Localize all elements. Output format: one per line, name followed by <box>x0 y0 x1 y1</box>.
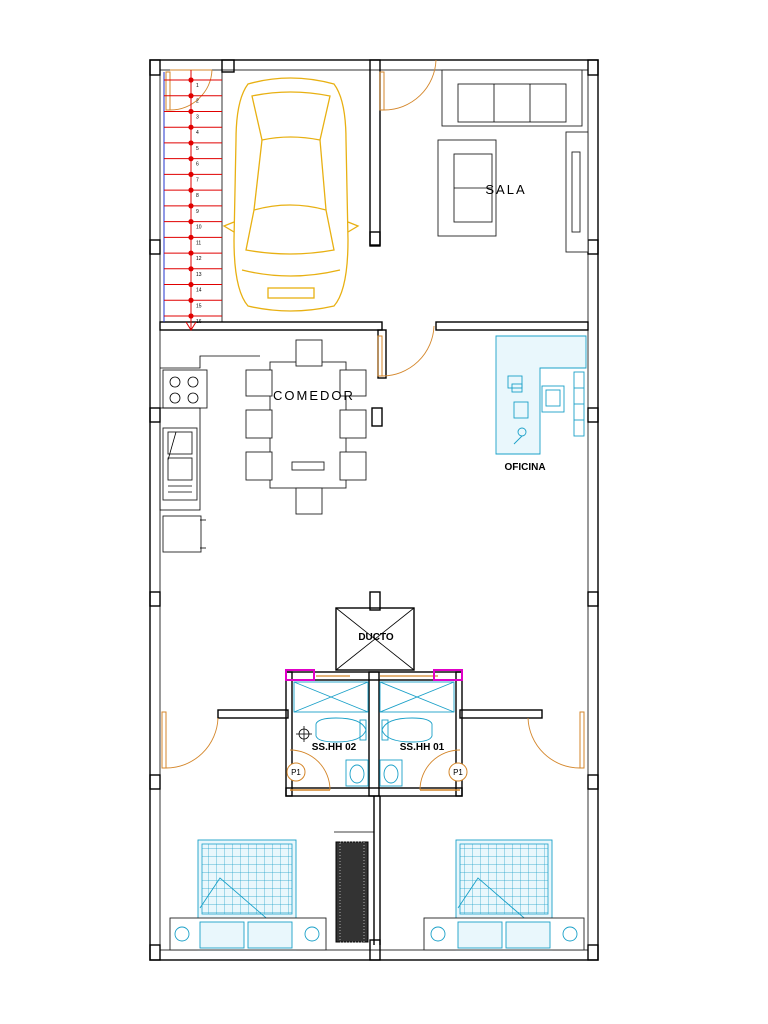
stair-step-number: 10 <box>196 225 202 231</box>
stair-dot <box>188 281 194 288</box>
stair-step-number: 1 <box>196 83 199 89</box>
stair-step-number: 12 <box>196 256 202 262</box>
label-sala: SALA <box>485 182 526 197</box>
label-oficina: OFICINA <box>504 462 545 473</box>
stair-dot <box>188 108 194 115</box>
stair-dot <box>188 250 194 256</box>
stair-step-number: 8 <box>196 193 199 199</box>
stair-step-number: 11 <box>196 240 201 246</box>
svg-text:P1: P1 <box>291 768 301 777</box>
stair-step-number: 16 <box>196 319 202 325</box>
stair-step-number: 14 <box>196 288 202 294</box>
stair-dot <box>188 77 194 83</box>
stair-dot <box>188 313 194 319</box>
stair-dot <box>188 171 194 177</box>
sala-furniture <box>437 69 589 253</box>
stair-step-number: 6 <box>196 162 199 168</box>
stair-step-number: 13 <box>196 272 202 278</box>
stair-dot <box>188 234 194 240</box>
door-tag-right: P1 <box>448 762 468 782</box>
dining-table <box>245 339 367 515</box>
stair-step-number: 2 <box>196 99 199 105</box>
ducto <box>335 607 415 671</box>
stair-step-number: 9 <box>196 209 199 215</box>
bed-right <box>423 839 585 951</box>
kitchen <box>159 369 208 553</box>
label-ducto: DUCTO <box>358 632 394 643</box>
stair-step-number: 5 <box>196 146 199 152</box>
stair-dot <box>188 203 194 209</box>
stair-dot <box>188 140 194 146</box>
bathrooms <box>285 669 463 787</box>
stair-dot <box>188 219 194 225</box>
stair-step-number: 3 <box>196 114 199 120</box>
stair-dot <box>188 297 194 303</box>
stair-dot <box>188 187 194 193</box>
office-desk <box>495 335 587 455</box>
closet <box>335 841 369 943</box>
door-tag-left: P1 <box>286 762 306 782</box>
stair-dot <box>188 124 194 130</box>
stair-step-number: 7 <box>196 177 199 183</box>
stair-step-number: 15 <box>196 303 202 309</box>
bed-left <box>169 839 327 951</box>
stair-dot <box>188 156 194 162</box>
stair-dot <box>188 266 194 272</box>
label-comedor: COMEDOR <box>273 388 355 403</box>
label-sshh-02: SS.HH 02 <box>312 742 357 753</box>
label-sshh-01: SS.HH 01 <box>400 742 445 753</box>
stair-step-number: 4 <box>196 130 199 136</box>
stair-dot <box>188 93 194 99</box>
car-icon <box>222 77 360 312</box>
svg-text:P1: P1 <box>453 768 463 777</box>
